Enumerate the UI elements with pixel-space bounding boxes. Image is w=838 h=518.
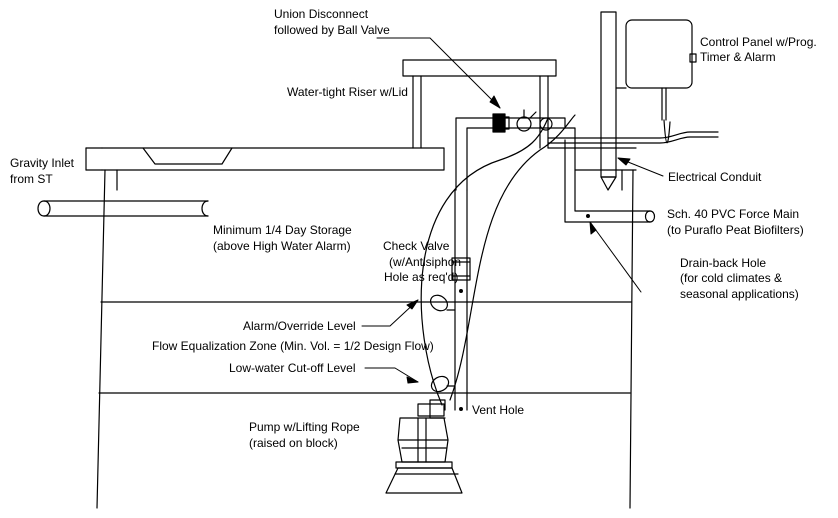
pump xyxy=(385,403,463,494)
label-storage-2: (above High Water Alarm) xyxy=(213,239,351,253)
labels: Union Disconnect followed by Ball Valve … xyxy=(10,7,817,450)
label-union-2: followed by Ball Valve xyxy=(274,23,390,37)
label-drain-2: (for cold climates & xyxy=(680,271,782,285)
label-force-main-1: Sch. 40 PVC Force Main xyxy=(667,207,799,221)
low-water-float xyxy=(430,375,450,393)
label-storage-1: Minimum 1/4 Day Storage xyxy=(213,223,352,237)
label-vent: Vent Hole xyxy=(472,403,524,417)
label-gravity-2: from ST xyxy=(10,172,53,186)
label-drain-3: seasonal applications) xyxy=(680,287,799,301)
pump-riser-pipe xyxy=(429,189,471,419)
discharge-plumbing xyxy=(455,109,566,191)
floats xyxy=(430,294,456,393)
label-flow-eq: Flow Equalization Zone (Min. Vol. = 1/2 … xyxy=(152,339,434,353)
union-disconnect xyxy=(492,113,506,133)
pump-block xyxy=(385,467,463,494)
gravity-inlet-pipe xyxy=(37,200,209,217)
label-check-2: (w/Antisiphon xyxy=(389,255,461,269)
label-low-water: Low-water Cut-off Level xyxy=(229,361,356,375)
label-force-main-2: (to Puraflo Peat Biofilters) xyxy=(667,223,804,237)
vent-hole xyxy=(459,407,464,412)
label-conduit: Electrical Conduit xyxy=(668,170,762,184)
electrical-conduit xyxy=(547,119,719,144)
alarm-float xyxy=(430,294,448,312)
tank-lid xyxy=(85,147,637,171)
label-riser: Water-tight Riser w/Lid xyxy=(287,85,408,99)
label-alarm: Alarm/Override Level xyxy=(243,319,356,333)
label-control-1: Control Panel w/Prog. xyxy=(700,35,817,49)
label-pump-2: (raised on block) xyxy=(249,436,338,450)
drain-back-hole xyxy=(585,214,590,219)
label-control-2: Timer & Alarm xyxy=(700,50,776,64)
label-union-1: Union Disconnect xyxy=(274,7,369,21)
check-valve xyxy=(451,257,471,281)
label-gravity-1: Gravity Inlet xyxy=(10,156,75,170)
control-panel xyxy=(600,11,697,191)
label-pump-1: Pump w/Lifting Rope xyxy=(249,420,360,434)
ball-valve xyxy=(516,116,532,132)
leader-lines xyxy=(361,37,664,384)
pump-cables xyxy=(420,114,576,406)
force-main-pipe xyxy=(564,127,656,223)
label-drain-1: Drain-back Hole xyxy=(680,256,766,270)
tank-walls xyxy=(96,169,634,509)
label-check-3: Hole as req'd) xyxy=(384,270,458,284)
label-check-1: Check Valve xyxy=(383,239,450,253)
water-tight-riser xyxy=(402,59,576,149)
liquid-levels xyxy=(98,301,632,394)
antisiphon-hole xyxy=(459,289,464,294)
